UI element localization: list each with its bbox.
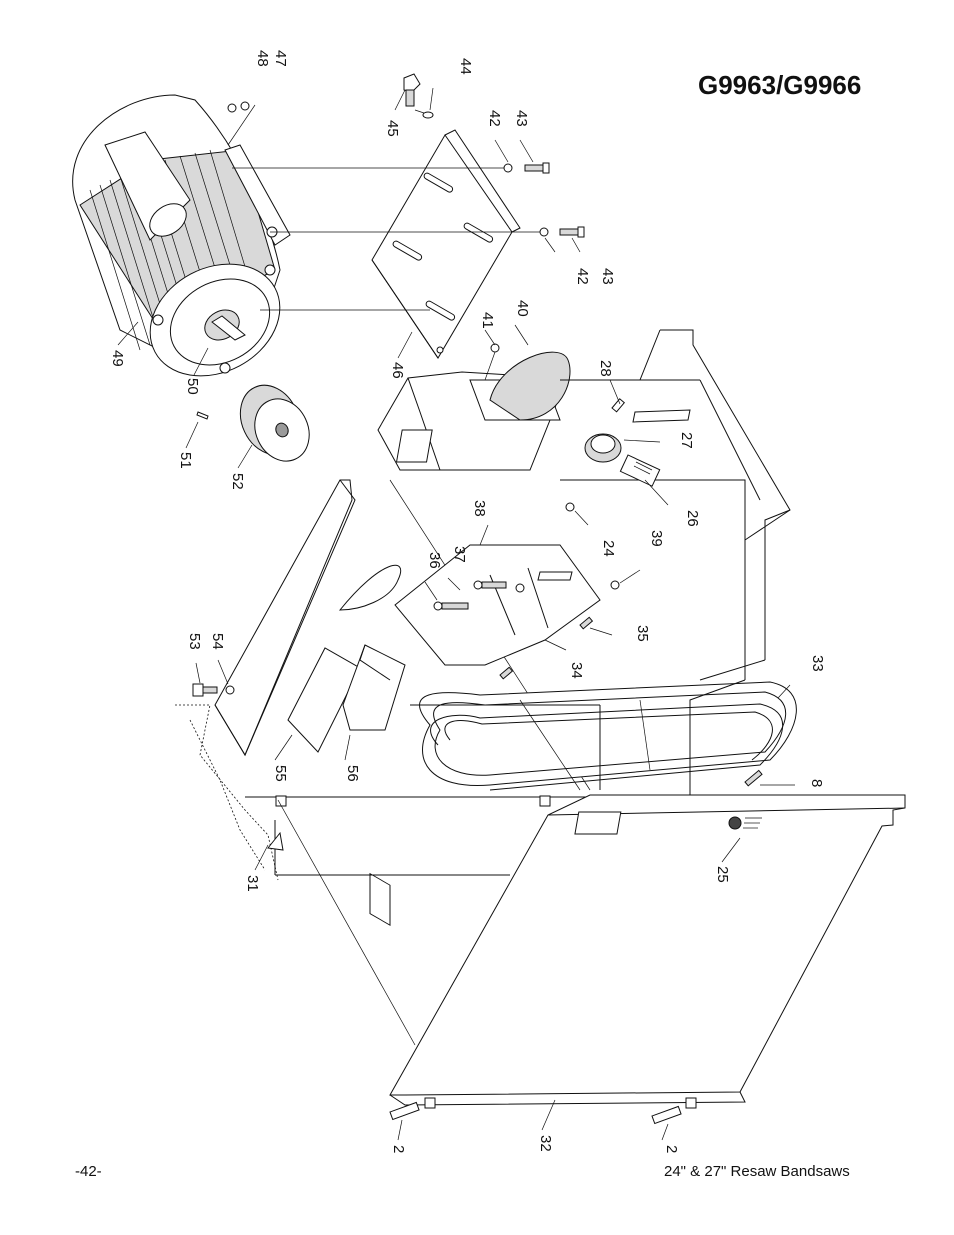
cabinet-door xyxy=(277,794,906,1109)
dashed-panel-outline xyxy=(175,704,284,881)
callout-25: 25 xyxy=(714,866,731,883)
v-belt xyxy=(419,681,797,791)
callout-2b: 2 xyxy=(663,1145,680,1153)
safety-label xyxy=(574,811,762,835)
tension-knob xyxy=(584,398,626,463)
callout-33: 33 xyxy=(809,655,826,672)
callout-56: 56 xyxy=(344,765,361,782)
callout-43b: 43 xyxy=(599,268,616,285)
callout-41: 41 xyxy=(479,312,496,329)
callout-26: 26 xyxy=(684,510,701,527)
callout-31: 31 xyxy=(244,875,261,892)
screw xyxy=(744,769,763,787)
callout-27: 27 xyxy=(678,432,695,449)
model-title: G9963/G9966 xyxy=(698,70,862,100)
callout-numbers: 48 47 44 45 42 43 42 43 41 40 46 49 50 5… xyxy=(109,50,826,1153)
motor-assembly xyxy=(72,94,291,377)
callout-leaders xyxy=(117,87,795,1141)
callout-52: 52 xyxy=(229,473,246,490)
switch-box xyxy=(287,644,406,926)
callout-36: 36 xyxy=(426,552,443,569)
motor-mount-plate xyxy=(371,129,521,359)
callout-51: 51 xyxy=(177,452,194,469)
callout-47: 47 xyxy=(272,50,289,67)
callout-37: 37 xyxy=(451,546,468,563)
callout-39: 39 xyxy=(648,530,665,547)
callout-38: 38 xyxy=(471,500,488,517)
cabinet-frame xyxy=(560,329,791,680)
callout-54: 54 xyxy=(209,633,226,650)
callout-42b: 42 xyxy=(574,268,591,285)
top-panel xyxy=(214,479,591,791)
cabinet-body xyxy=(245,659,766,876)
callout-46: 46 xyxy=(389,362,406,379)
callout-50: 50 xyxy=(184,378,201,395)
warning-label xyxy=(619,454,661,487)
page-number: -42- xyxy=(75,1163,102,1180)
callout-45: 45 xyxy=(384,120,401,137)
callout-49: 49 xyxy=(109,350,126,367)
callout-43a: 43 xyxy=(513,110,530,127)
callout-24: 24 xyxy=(600,540,617,557)
callout-35: 35 xyxy=(634,625,651,642)
callout-55: 55 xyxy=(272,765,289,782)
set-screw xyxy=(196,411,209,420)
callout-28: 28 xyxy=(597,360,614,377)
callout-34: 34 xyxy=(568,662,585,679)
table-bolt xyxy=(192,683,235,697)
manual-title: 24" & 27" Resaw Bandsaws xyxy=(664,1163,850,1180)
callout-8: 8 xyxy=(808,779,825,787)
belt-guard-bracket xyxy=(377,343,571,471)
hex-bolt xyxy=(227,73,585,238)
callout-44: 44 xyxy=(457,58,474,75)
callout-2a: 2 xyxy=(390,1145,407,1153)
callout-32: 32 xyxy=(537,1135,554,1152)
hinge-pin xyxy=(389,1101,682,1125)
motor-pulley xyxy=(239,384,310,462)
callout-42a: 42 xyxy=(486,110,503,127)
nut xyxy=(565,502,575,512)
callout-40: 40 xyxy=(514,300,531,317)
mounting-plate xyxy=(394,544,620,680)
callout-53: 53 xyxy=(186,633,203,650)
callout-48: 48 xyxy=(254,50,271,67)
